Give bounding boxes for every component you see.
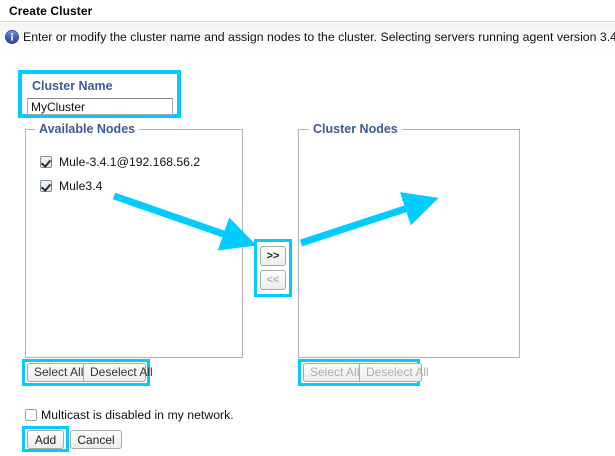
multicast-checkbox[interactable]	[25, 409, 37, 421]
cluster-name-input[interactable]	[27, 98, 173, 115]
select-all-cluster-button[interactable]: Select All	[303, 363, 360, 382]
multicast-label: Multicast is disabled in my network.	[41, 408, 234, 422]
move-right-button[interactable]: >>	[260, 246, 286, 266]
page-title: Create Cluster	[9, 4, 93, 18]
transfer-buttons-highlight	[254, 239, 292, 297]
available-nodes-panel	[25, 129, 243, 358]
list-item[interactable]: Mule3.4	[40, 177, 102, 194]
cluster-name-highlight	[18, 70, 181, 118]
deselect-all-available-button[interactable]: Deselect All	[84, 363, 153, 382]
select-all-available-button[interactable]: Select All	[27, 363, 84, 382]
deselect-all-cluster-button[interactable]: Deselect All	[360, 363, 429, 382]
add-button[interactable]: Add	[27, 430, 64, 449]
cluster-name-label: Cluster Name	[32, 79, 113, 93]
cancel-button[interactable]: Cancel	[70, 430, 122, 449]
node-checkbox[interactable]	[40, 179, 52, 192]
add-button-highlight	[22, 426, 69, 452]
node-label: Mule-3.4.1@192.168.56.2	[59, 154, 201, 169]
info-bar: Enter or modify the cluster name and ass…	[0, 23, 615, 53]
available-nodes-buttons-highlight	[22, 359, 150, 386]
info-message: Enter or modify the cluster name and ass…	[23, 30, 615, 44]
cluster-nodes-legend: Cluster Nodes	[309, 122, 402, 136]
info-icon	[5, 30, 19, 44]
available-nodes-legend: Available Nodes	[35, 122, 140, 136]
node-checkbox[interactable]	[40, 155, 52, 168]
list-item[interactable]: Mule-3.4.1@192.168.56.2	[40, 153, 200, 170]
node-label: Mule3.4	[59, 178, 103, 193]
move-left-button[interactable]: <<	[260, 270, 286, 290]
dialog-title-bar: Create Cluster	[0, 0, 615, 22]
cluster-nodes-panel	[298, 129, 520, 358]
multicast-row[interactable]: Multicast is disabled in my network.	[25, 408, 234, 422]
